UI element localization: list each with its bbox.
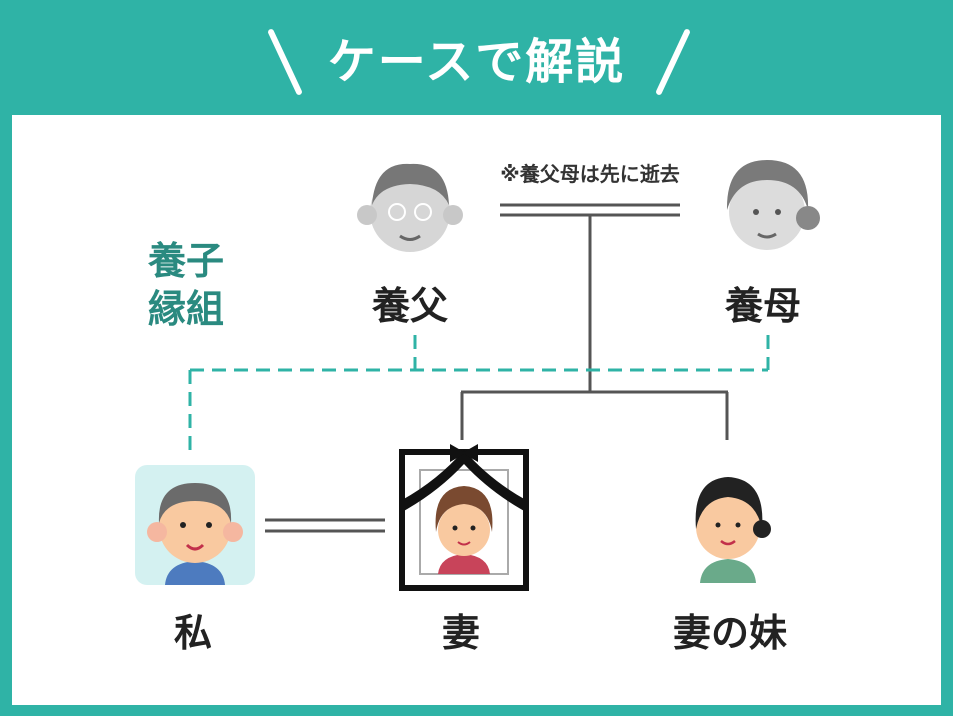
- wife-memorial-portrait-icon: [399, 444, 529, 591]
- adoptive-father-label: 養父: [371, 284, 449, 328]
- adoptive-father-illustration-icon: [357, 163, 463, 252]
- adoption-label: 養子 縁組: [148, 237, 238, 333]
- me-label: 私: [173, 611, 213, 655]
- wife-sister-illustration-icon: [695, 477, 771, 583]
- adoption-dashed-line: [188, 335, 770, 458]
- page-title: ケースで解説: [327, 34, 626, 90]
- wife-sister-label: 妻の妹: [672, 611, 788, 655]
- me-illustration-icon: [135, 465, 255, 585]
- adoptive-mother-label: 養母: [724, 284, 802, 328]
- note-text: ※養父母は先に逝去: [500, 162, 680, 186]
- adoption-label-line1: 養子: [148, 239, 225, 283]
- adoption-label-line2: 縁組: [148, 287, 225, 331]
- adoptive-mother-illustration-icon: [726, 160, 820, 250]
- wife-label: 妻: [441, 611, 481, 655]
